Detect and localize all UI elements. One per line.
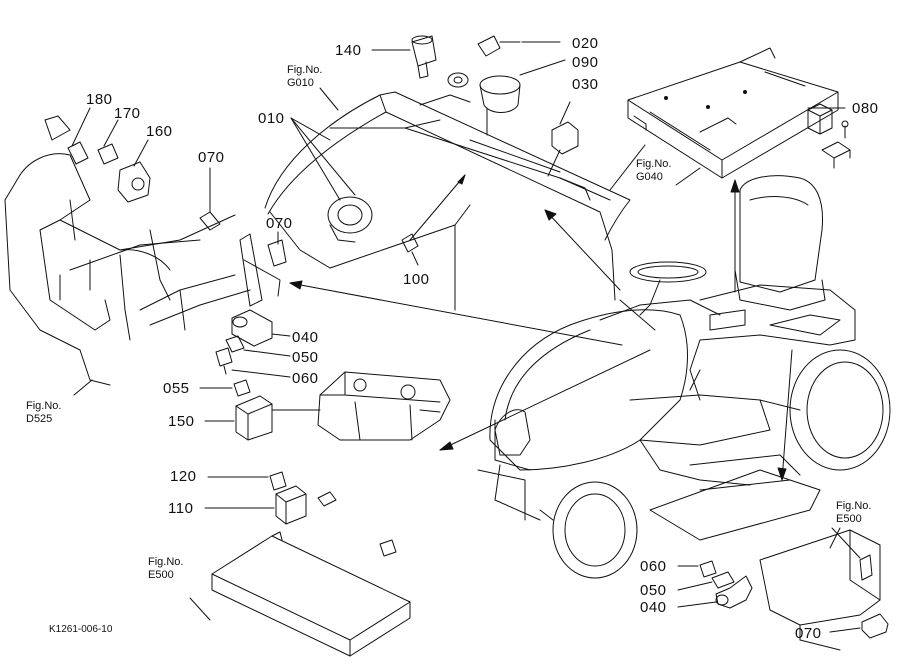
figure-ref-prefix: Fig.No.	[287, 64, 323, 76]
part-label-140: 140	[335, 42, 362, 59]
figure-ref-e500-left: Fig.No. E500	[148, 556, 183, 582]
part-label-060-right: 060	[640, 558, 667, 575]
panel-g040-drawing	[627, 47, 851, 179]
part-label-180: 180	[86, 91, 113, 108]
figure-ref-prefix: Fig.No.	[636, 158, 672, 170]
figure-ref-prefix: Fig.No.	[26, 400, 62, 412]
middle-parts-drawing	[199, 231, 451, 525]
part-label-050-left: 050	[292, 349, 319, 366]
left-frame-drawing	[4, 107, 251, 386]
part-label-060-left: 060	[292, 370, 319, 387]
figure-ref-code: E500	[148, 569, 174, 581]
tractor-drawing	[477, 175, 891, 651]
part-label-030: 030	[572, 76, 599, 93]
part-label-150: 150	[168, 413, 195, 430]
part-label-050-right: 050	[640, 582, 667, 599]
figure-ref-prefix: Fig.No.	[836, 500, 872, 512]
figure-ref-d525: Fig.No. D525	[26, 400, 61, 426]
part-label-170: 170	[114, 105, 141, 122]
part-label-010: 010	[258, 110, 285, 127]
figure-ref-e500-right: Fig.No. E500	[836, 500, 871, 526]
bottom-plate-drawing	[189, 531, 411, 657]
part-label-160: 160	[146, 123, 173, 140]
top-parts-drawing	[290, 35, 579, 266]
part-label-100: 100	[403, 271, 430, 288]
figure-ref-g010: Fig.No. G010	[287, 64, 322, 90]
figure-ref-code: E500	[836, 513, 862, 525]
figure-ref-code: G010	[287, 77, 314, 89]
part-label-070-middle: 070	[266, 215, 293, 232]
figure-ref-code: D525	[26, 413, 53, 425]
part-label-040-left: 040	[292, 329, 319, 346]
figure-ref-prefix: Fig.No.	[148, 556, 184, 568]
part-label-080: 080	[852, 100, 879, 117]
part-label-020: 020	[572, 35, 599, 52]
part-label-090: 090	[572, 54, 599, 71]
figure-leaders	[73, 87, 841, 549]
drawing-code: K1261-006-10	[49, 624, 113, 635]
dash-panel-drawing	[264, 91, 631, 311]
part-label-070-right: 070	[795, 625, 822, 642]
part-label-110: 110	[168, 500, 194, 517]
figure-ref-code: G040	[636, 171, 663, 183]
pointer-arrows	[289, 144, 793, 481]
figure-ref-g040: Fig.No. G040	[636, 158, 671, 184]
part-label-040-right: 040	[640, 599, 667, 616]
part-label-120: 120	[170, 468, 197, 485]
part-label-070-left: 070	[198, 149, 225, 166]
part-label-055: 055	[163, 380, 190, 397]
